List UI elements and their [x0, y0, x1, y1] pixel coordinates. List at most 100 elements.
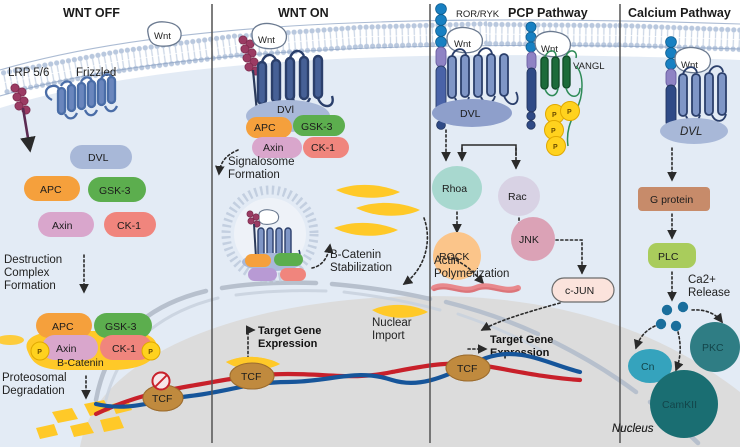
phosphate-right: P — [141, 341, 161, 361]
dvl-label-pcp: DVL — [460, 108, 481, 120]
wnt-ligand-free: Wnt — [147, 21, 182, 47]
destruction-complex-line2: Complex — [4, 267, 50, 279]
protein-label-dvl: DVL — [88, 152, 109, 164]
protein-label-ck1: CK-1 — [117, 220, 141, 232]
nucleus-label: Nucleus — [612, 423, 654, 435]
complex-label-apc: APC — [52, 321, 74, 333]
node-plc: PLC — [648, 243, 696, 268]
destruction-complex-line1: Destruction — [4, 254, 62, 266]
node-camkii: CamKII — [650, 370, 718, 438]
target-gene-on-line1: Target Gene — [258, 325, 321, 337]
actin-line1: Actin — [434, 255, 460, 267]
tcf-blocked-overlay: TCF — [142, 371, 184, 412]
destruction-complex: APC GSK-3 Axin CK-1 B-Catenin P P — [0, 313, 161, 370]
frizzled-calcium — [678, 65, 727, 123]
tcf-overlays: TCF TCF TCF — [142, 354, 491, 412]
arrow-cjun-to-nucleus — [480, 302, 561, 331]
node-rac: Rac — [498, 176, 540, 216]
node-jnk: JNK — [511, 217, 555, 261]
ca-release-line2: Release — [688, 287, 730, 299]
proteosomal-line1: Proteosomal — [2, 372, 67, 384]
panel-title-pcp: PCP Pathway — [508, 6, 588, 20]
phosphate-4: P — [553, 144, 558, 151]
wnt-ligand-pcp-right: Wnt — [534, 30, 572, 58]
signalosome-line2: Formation — [228, 169, 280, 181]
node-label-rhoa: Rhoa — [442, 183, 467, 195]
gsk3-label-on: GSK-3 — [301, 121, 333, 133]
arrow-rock-to-actin — [451, 257, 485, 285]
phosphate-2: P — [567, 109, 572, 116]
dvl-calcium-blob — [660, 118, 728, 144]
node-cjun: c-JUN — [551, 277, 615, 303]
complex-label-gsk3: GSK-3 — [105, 321, 137, 333]
frizzled-receptor-on — [256, 49, 334, 111]
node-cn: Cn — [628, 349, 672, 383]
node-label-pkc: PKC — [702, 342, 724, 354]
dna-double-helix — [93, 351, 583, 417]
vangl-label: VANGL — [573, 61, 605, 72]
gsk3-on — [293, 115, 345, 136]
lrp-receptor — [10, 83, 36, 153]
phosphate-3: P — [551, 128, 556, 135]
wnt-ligand-pcp-left: Wnt — [446, 26, 484, 54]
apc-on — [246, 117, 292, 138]
node-gprotein: G protein — [638, 187, 710, 211]
protein-label-axin: Axin — [52, 220, 73, 232]
phosphate-left-label: P — [37, 349, 42, 356]
panel-pcp: ROR/RYK Wnt — [431, 3, 615, 382]
nuclear-import-line1: Nuclear — [372, 317, 412, 329]
node-label-camkii: CamKII — [662, 399, 697, 411]
wnt-label-calcium: Wnt — [681, 60, 698, 71]
target-gene-pcp-line1: Target Gene — [490, 334, 553, 346]
complex-label-ck1: CK-1 — [112, 343, 136, 355]
protein-label-gsk3: GSK-3 — [99, 185, 131, 197]
complex-label-bcatenin: B-Catenin — [57, 357, 104, 369]
phosphate-left: P — [30, 341, 50, 361]
wnt-label-pcp-right: Wnt — [541, 44, 558, 55]
panel-title-wnt-on: WNT ON — [278, 6, 329, 20]
ck1-label-on: CK-1 — [311, 142, 335, 154]
node-label-cjun: c-JUN — [565, 285, 594, 297]
dvl-pcp-blob — [432, 99, 512, 127]
frizzled-label: Frizzled — [76, 67, 116, 79]
node-label-plc: PLC — [658, 251, 679, 263]
signalosome-line1: Signalosome — [228, 156, 294, 168]
lrp-label: LRP 5/6 — [8, 67, 49, 79]
arrow-target-gene-on — [246, 325, 256, 369]
arrow-ca-to-cn — [633, 325, 656, 350]
ca-release-line1: Ca2+ — [688, 274, 716, 286]
vangl-receptor — [540, 55, 571, 90]
arrow-bcatenin-stabilization — [311, 243, 334, 269]
bcatenin-stab-line1: B-Catenin — [330, 249, 381, 261]
complex-label-axin: Axin — [56, 343, 77, 355]
panel-title-wnt-off: WNT OFF — [63, 6, 120, 20]
wnt-on-receptor-complex: Wnt DVl APC GSK-3 — [238, 22, 349, 158]
axin-on — [252, 137, 302, 158]
actin-filament — [431, 283, 521, 293]
dvl-label-calcium: DVL — [680, 126, 702, 138]
wnt-on-label: Wnt — [258, 35, 275, 46]
tcf-blocked-label-2: TCF — [152, 393, 172, 405]
bcatenin-nuclear — [372, 304, 428, 318]
wnt-label-pcp-left: Wnt — [454, 39, 471, 50]
wnt-ligand-calcium: Wnt — [674, 46, 712, 74]
nucleus-label-top: Nucleus — [612, 423, 654, 435]
frizzled-pcp — [447, 47, 519, 105]
plasma-membrane — [0, 19, 740, 97]
dvl-label-on: DVl — [277, 104, 294, 116]
arrow-signalosome — [215, 149, 239, 176]
arrow-ca-to-pkc — [691, 309, 723, 324]
bcatenin-stabilized — [334, 184, 420, 236]
protein-label-apc: APC — [40, 184, 62, 196]
axin-label-on: Axin — [263, 142, 284, 154]
frizzled-receptor — [44, 73, 119, 120]
wnt-label: Wnt — [154, 31, 171, 42]
node-rhoa: Rhoa — [432, 166, 482, 210]
arrow-nuclear-import — [402, 217, 429, 285]
arrow-ca-to-camkii — [674, 331, 684, 372]
proteosomal-line2: Degradation — [2, 385, 65, 397]
node-label-cn: Cn — [641, 361, 655, 373]
signalosome-vesicle — [221, 185, 319, 283]
phosphate-right-label: P — [148, 349, 153, 356]
